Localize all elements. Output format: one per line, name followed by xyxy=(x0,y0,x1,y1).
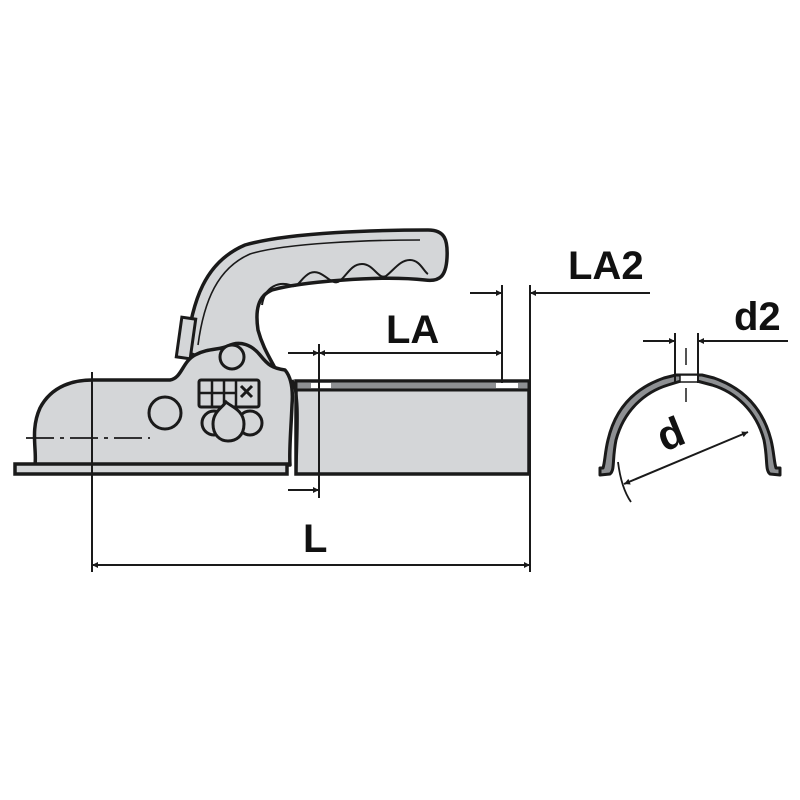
label-LA2: LA2 xyxy=(568,244,644,288)
base-plate xyxy=(13,462,289,476)
coupling-handle xyxy=(184,228,449,374)
wear-indicator xyxy=(197,378,264,443)
label-LA: LA xyxy=(386,308,439,352)
handle-grip-waves xyxy=(261,258,429,306)
lock-clip xyxy=(174,315,198,361)
x-mark-icon xyxy=(239,384,254,399)
dim-line-d xyxy=(623,431,749,485)
label-L: L xyxy=(303,517,327,561)
label-d2: d2 xyxy=(734,295,781,339)
label-d: d xyxy=(650,407,691,460)
pivot-circle xyxy=(218,343,246,371)
body-hole xyxy=(147,395,183,431)
tube-section-profile xyxy=(598,373,782,477)
coupling-side-view xyxy=(13,228,531,476)
tube-cross-section xyxy=(598,333,788,503)
dimension-lines xyxy=(91,285,650,572)
drawbar-tube xyxy=(290,379,531,476)
